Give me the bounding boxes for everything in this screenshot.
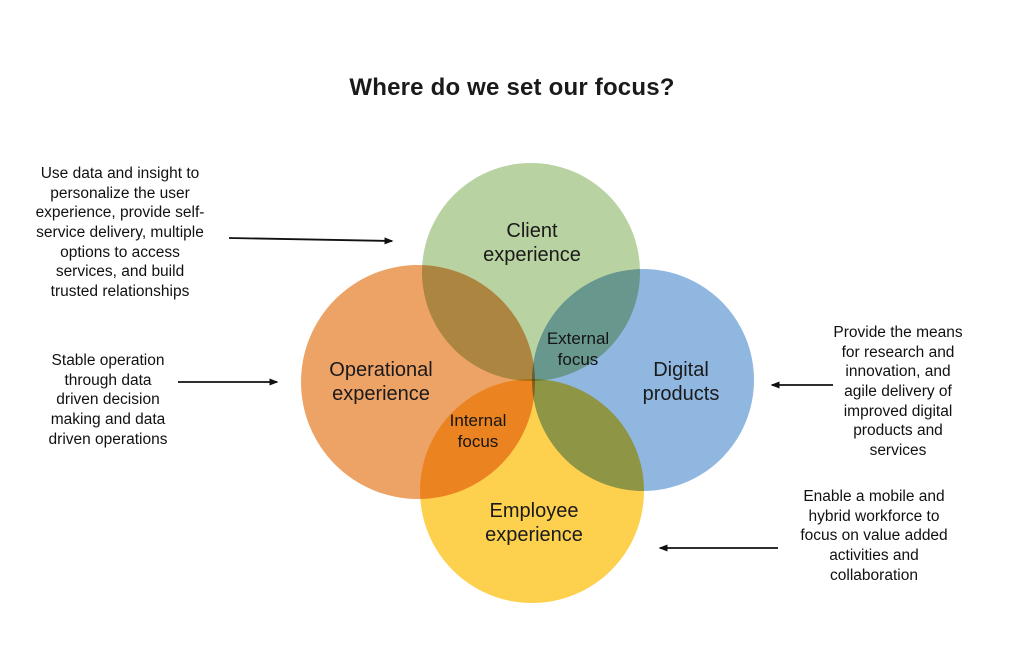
label-employee-experience: Employee experience — [485, 500, 583, 547]
label-digital-products: Digital products — [642, 359, 720, 406]
label-internal-focus: Internal focus — [449, 411, 507, 452]
circle-employee-experience — [420, 379, 644, 603]
label-operational-experience: Operational experience — [329, 359, 433, 406]
annotation-digital-products: Provide the means for research and innov… — [833, 324, 963, 460]
annotation-client-experience: Use data and insight to personalize the … — [35, 165, 205, 301]
page-title: Where do we set our focus? — [349, 74, 675, 101]
annotation-operational-experience: Stable operation through data driven dec… — [48, 352, 168, 448]
label-client-experience: Client experience — [483, 220, 581, 267]
annotation-employee-experience: Enable a mobile and hybrid workforce to … — [800, 488, 948, 584]
label-external-focus: External focus — [546, 329, 610, 370]
